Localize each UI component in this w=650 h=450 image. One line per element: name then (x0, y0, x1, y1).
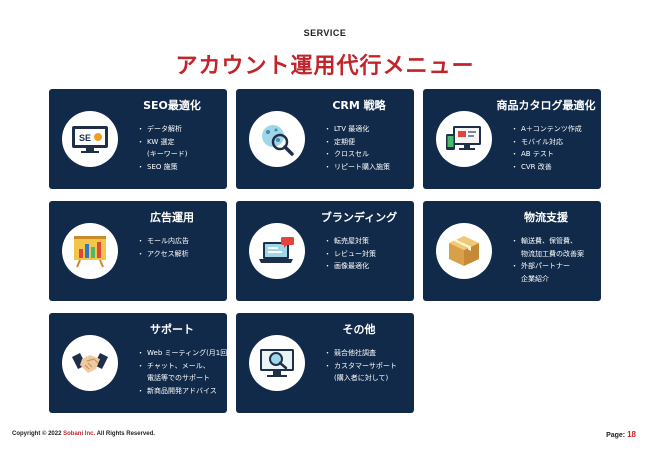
copyright-prefix: Copyright © 2022 (12, 431, 64, 437)
list-item: ・KW 選定 (137, 137, 175, 146)
card-list: ・モール内広告 ・アクセス解析 (137, 235, 225, 260)
list-item: ・外部パートナー (511, 262, 570, 270)
card-list: ・データ解析 ・KW 選定 (キーワード) ・SEO 施策 (137, 123, 225, 173)
list-item: ・カスタマーサポート (324, 361, 397, 370)
handshake-icon (62, 335, 118, 391)
bar-chart-board-icon (62, 223, 118, 279)
card-list: ・Web ミーティング(月1回) ・チャット、メール、 電話等でのサポート ・新… (137, 347, 230, 397)
card-crm: CRM 戦略 ・LTV 最適化 ・定期便 ・クロスセル ・リピート購入施策 (236, 89, 414, 189)
list-item: ・転売屋対策 (324, 237, 369, 245)
list-item: 物流加工費の改善案 (521, 249, 584, 258)
list-item: ・モール内広告 (137, 237, 189, 245)
list-item: ・LTV 最適化 (324, 125, 370, 133)
list-item: ・データ解析 (137, 125, 182, 133)
card-title: 広告運用 (150, 211, 194, 224)
card-title: 物流支援 (524, 211, 568, 224)
card-title: 商品カタログ最適化 (496, 99, 596, 112)
page-title: アカウント運用代行メニュー (175, 54, 475, 79)
list-item: ・画像最適化 (324, 262, 369, 270)
card-list: ・A＋コンテンツ作成 ・モバイル対応 ・AB テスト ・CVR 改善 (511, 123, 599, 173)
list-item: ・アクセス解析 (137, 249, 189, 258)
magnifier-globe-icon (249, 111, 305, 167)
card-list: ・LTV 最適化 ・定期便 ・クロスセル ・リピート購入施策 (324, 123, 412, 173)
list-item: ・レビュー対策 (324, 249, 376, 258)
list-item: 電話等でのサポート (147, 374, 210, 382)
copyright-suffix: All Rights Reserved. (95, 431, 155, 437)
card-logistics: 物流支援 ・輸送費、保管費、 物流加工費の改善案 ・外部パートナー 企業紹介 (423, 201, 601, 301)
card-list: ・輸送費、保管費、 物流加工費の改善案 ・外部パートナー 企業紹介 (511, 235, 599, 285)
devices-icon (436, 111, 492, 167)
svg-text:SE: SE (79, 133, 91, 143)
card-other: その他 ・競合他社調査 ・カスタマーサポート (購入者に対して) (236, 313, 414, 413)
company-name: Sobani Inc. (63, 431, 96, 437)
card-title: サポート (150, 323, 194, 336)
page-label: Page: (606, 432, 628, 439)
list-item: ・競合他社調査 (324, 349, 376, 357)
card-title: CRM 戦略 (332, 99, 386, 112)
list-item: ・チャット、メール、 (137, 361, 210, 370)
list-item: ・定期便 (324, 137, 355, 146)
page-number: 18 (627, 430, 636, 439)
seo-monitor-icon: SE (62, 111, 118, 167)
card-title: SEO最適化 (143, 99, 201, 112)
list-item: ・AB テスト (511, 150, 554, 158)
list-item: (購入者に対して) (334, 374, 389, 382)
card-catalog: 商品カタログ最適化 ・A＋コンテンツ作成 ・モバイル対応 ・AB テスト ・CV… (423, 89, 601, 189)
list-item: 企業紹介 (521, 274, 549, 283)
card-support: サポート ・Web ミーティング(月1回) ・チャット、メール、 電話等でのサポ… (49, 313, 230, 413)
card-title: その他 (342, 323, 376, 336)
laptop-chat-icon (249, 223, 305, 279)
package-box-icon (436, 223, 492, 279)
monitor-search-icon (249, 335, 305, 391)
page-indicator: Page: 18 (606, 430, 636, 439)
card-list: ・転売屋対策 ・レビュー対策 ・画像最適化 (324, 235, 412, 273)
list-item: ・モバイル対応 (511, 137, 563, 146)
list-item: ・CVR 改善 (511, 162, 552, 171)
list-item: ・新商品開発アドバイス (137, 386, 217, 395)
list-item: ・SEO 施策 (137, 162, 178, 171)
card-list: ・競合他社調査 ・カスタマーサポート (購入者に対して) (324, 347, 412, 385)
list-item: (キーワード) (147, 150, 188, 158)
section-kicker: SERVICE (303, 28, 347, 38)
list-item: ・輸送費、保管費、 (511, 237, 577, 245)
card-ads: 広告運用 ・モール内広告 ・アクセス解析 (49, 201, 227, 301)
list-item: ・Web ミーティング(月1回) (137, 349, 230, 357)
card-title: ブランディング (320, 211, 398, 224)
copyright: Copyright © 2022 Sobani Inc. All Rights … (12, 431, 155, 437)
list-item: ・クロスセル (324, 150, 369, 158)
list-item: ・A＋コンテンツ作成 (511, 125, 582, 133)
card-seo: SE SEO最適化 ・データ解析 ・KW 選定 (キーワード) ・SEO 施策 (49, 89, 227, 189)
list-item: ・リピート購入施策 (324, 162, 390, 171)
card-branding: ブランディング ・転売屋対策 ・レビュー対策 ・画像最適化 (236, 201, 414, 301)
